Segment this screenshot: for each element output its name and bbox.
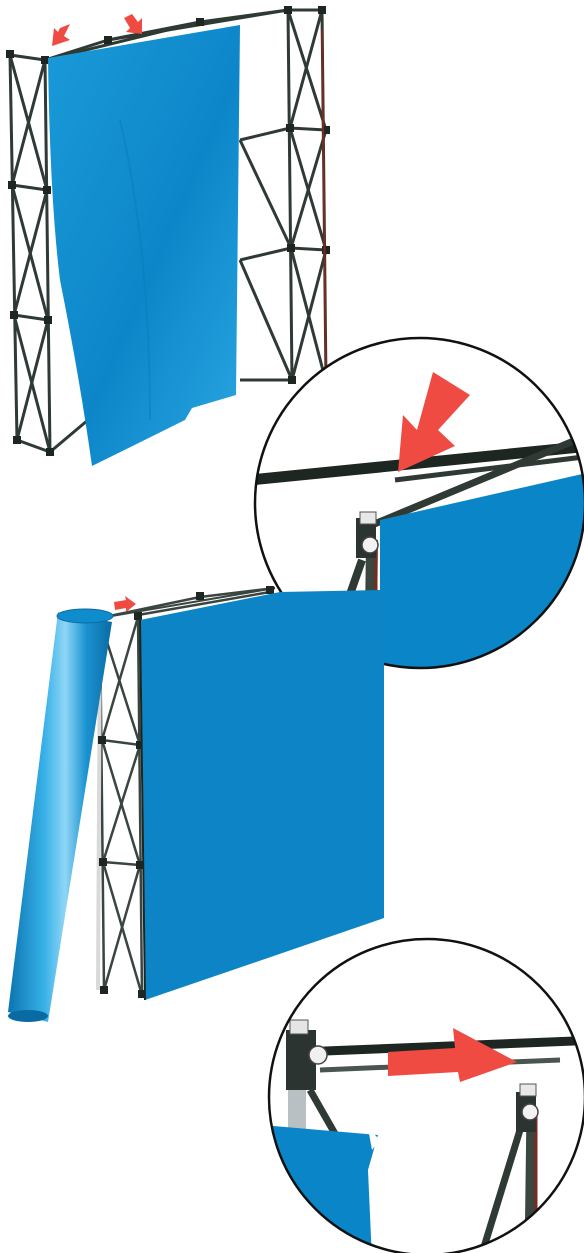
- red-arrow-icon: [114, 596, 136, 612]
- unrolled-panel: [140, 590, 384, 1000]
- red-arrow-icon: [52, 24, 70, 46]
- callout-slide-to-next-hook: [262, 939, 584, 1253]
- hanging-panel: [48, 25, 240, 466]
- red-arrow-icon: [124, 14, 142, 34]
